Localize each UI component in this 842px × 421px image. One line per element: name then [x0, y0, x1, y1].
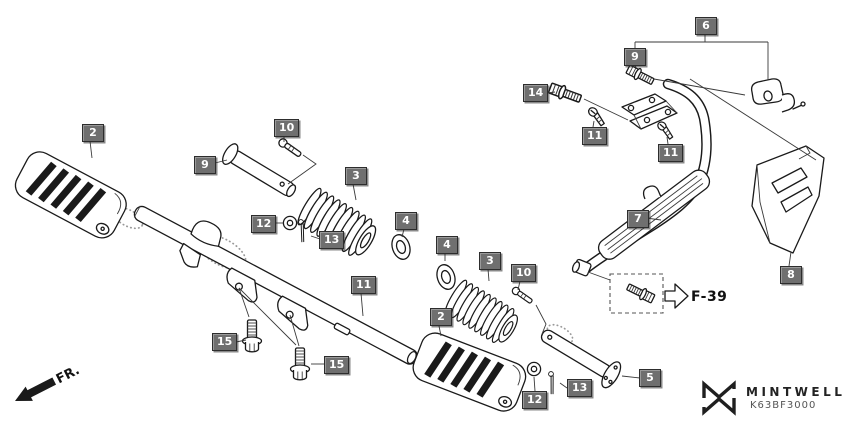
pivot-pin-rod: [222, 143, 297, 198]
callout-part-2-front[interactable]: 2: [82, 124, 104, 142]
f39-arrow-icon: [664, 283, 689, 309]
rubber-ring-right: [433, 261, 459, 293]
pedal-end-fitting: [571, 258, 592, 277]
upper-bolt: [624, 63, 657, 88]
callout-part-7[interactable]: 7: [627, 210, 649, 228]
rear-footrest-rubber: [408, 328, 531, 416]
callout-part-9-left[interactable]: 9: [194, 156, 216, 174]
callout-part-6[interactable]: 6: [695, 17, 717, 35]
callout-part-13-left[interactable]: 13: [319, 231, 345, 249]
callout-part-5[interactable]: 5: [639, 369, 661, 387]
callout-part-9-top[interactable]: 9: [624, 48, 646, 66]
callout-part-12-right[interactable]: 12: [522, 391, 548, 409]
joint-pin-right: [510, 285, 535, 306]
fr-arrow-icon: [15, 386, 33, 401]
f39-label[interactable]: F-39: [691, 289, 727, 305]
callout-part-2-rear[interactable]: 2: [430, 308, 452, 326]
main-footrest-bar: [133, 205, 418, 365]
callout-part-15-a[interactable]: 15: [212, 333, 238, 351]
callout-part-11-a[interactable]: 11: [582, 127, 608, 145]
callout-part-10-right[interactable]: 10: [511, 264, 537, 282]
f39-bolt: [624, 280, 657, 305]
footrest-grip-rubber-left: [294, 185, 383, 263]
pivot-bolt: [547, 80, 584, 107]
callout-part-13-right[interactable]: 13: [567, 379, 593, 397]
callout-part-15-b[interactable]: 15: [324, 356, 350, 374]
callout-part-11-bar[interactable]: 11: [351, 276, 377, 294]
washer-left: [282, 215, 298, 231]
mount-bolt-a: [241, 319, 263, 353]
leader-lines: [89, 34, 817, 392]
pedal-arm: [597, 169, 711, 260]
brand-logo-icon: [702, 380, 736, 416]
callout-part-12-left[interactable]: 12: [251, 215, 277, 233]
washer-right: [526, 361, 542, 377]
fr-label: FR.: [54, 363, 82, 387]
callout-part-3-left[interactable]: 3: [345, 167, 367, 185]
callout-part-4-left[interactable]: 4: [395, 212, 417, 230]
callout-part-14[interactable]: 14: [523, 84, 549, 102]
joint-pin-left: [276, 136, 304, 160]
brand-name: MINTWELL: [746, 385, 842, 399]
rubber-ring-left: [388, 231, 414, 263]
callout-part-10-left[interactable]: 10: [274, 119, 300, 137]
diagram-code: K63BF3000: [750, 400, 817, 411]
step-stay-plate: [751, 145, 825, 254]
front-footrest-rubber-left: [9, 146, 132, 244]
front-direction-marker: FR.: [15, 363, 82, 401]
screw-b: [654, 119, 677, 141]
pedal-arm-hook: [642, 185, 662, 200]
callout-part-3-right[interactable]: 3: [479, 252, 501, 270]
callout-part-4-right[interactable]: 4: [436, 236, 458, 254]
callout-part-11-b[interactable]: 11: [658, 144, 684, 162]
footrest-grip-rubber-right: [441, 277, 524, 349]
bracket-plates: [621, 93, 678, 130]
brand-watermark: MINTWELL K63BF3000: [700, 378, 842, 418]
callout-part-8[interactable]: 8: [780, 266, 802, 284]
mount-bolt-b: [289, 347, 311, 381]
cable-clamp: [750, 78, 806, 113]
f39-reference[interactable]: F-39: [609, 273, 727, 314]
